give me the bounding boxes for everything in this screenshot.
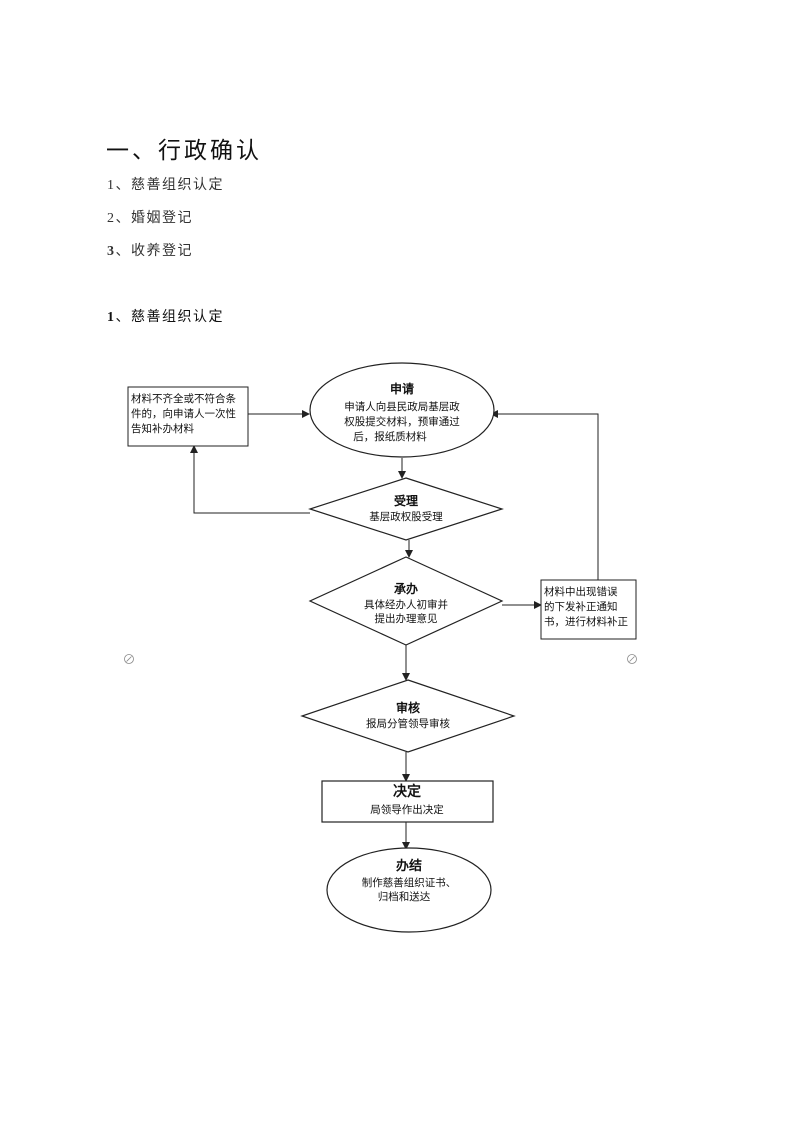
toc-item-label: 、收养登记 bbox=[115, 243, 193, 259]
node-apply-line: 后，报纸质材料 bbox=[353, 430, 427, 443]
node-incomplete-line: 材料不齐全或不符合条 bbox=[131, 392, 236, 405]
node-apply-line: 权股提交材料，预审通过 bbox=[344, 415, 460, 428]
node-review-shape bbox=[300, 679, 516, 753]
node-error-line: 书，进行材料补正 bbox=[544, 615, 628, 628]
node-accept-shape bbox=[308, 477, 504, 541]
arrow-accept-to-incomplete bbox=[190, 445, 310, 514]
anchor-marks bbox=[124, 654, 637, 664]
node-decide-title: 决定 bbox=[393, 783, 421, 800]
node-handle-line: 具体经办人初审并 bbox=[364, 598, 448, 611]
node-finish-title: 办结 bbox=[396, 858, 422, 874]
node-incomplete-shape bbox=[127, 386, 249, 447]
toc-item-number: 2 bbox=[107, 211, 116, 226]
node-error-shape bbox=[540, 579, 637, 640]
node-handle-title: 承办 bbox=[394, 581, 418, 596]
toc-item-label: 、慈善组织认定 bbox=[115, 177, 224, 193]
node-handle: 承办 具体经办人初审并 提出办理意见 bbox=[308, 556, 504, 646]
node-apply-line: 申请人向县民政局基层政 bbox=[344, 400, 460, 413]
node-decide-shape bbox=[321, 780, 494, 823]
node-error-line: 材料中出现错误 bbox=[544, 585, 618, 598]
anchor-icon bbox=[627, 654, 637, 664]
flow-connectors bbox=[190, 410, 599, 850]
node-review: 审核 报局分管领导审核 bbox=[300, 679, 516, 753]
node-accept: 受理 基层政权股受理 bbox=[308, 477, 504, 541]
section-label: 、慈善组织认定 bbox=[115, 309, 224, 325]
toc-item-label: 、婚姻登记 bbox=[115, 210, 193, 226]
node-decide-line: 局领导作出决定 bbox=[370, 803, 444, 816]
node-incomplete: 材料不齐全或不符合条 件的，向申请人一次性 告知补办材料 bbox=[127, 386, 249, 447]
node-apply: 申请 申请人向县民政局基层政 权股提交材料，预审通过 后，报纸质材料 bbox=[309, 362, 495, 458]
node-apply-shape bbox=[309, 362, 495, 458]
anchor-icon-slash bbox=[629, 656, 635, 662]
arrow-error-to-apply bbox=[490, 410, 599, 580]
section-number: 1 bbox=[107, 310, 116, 325]
toc-item-number: 3 bbox=[107, 244, 116, 259]
node-review-line: 报局分管领导审核 bbox=[366, 717, 450, 730]
toc-item-number: 1 bbox=[107, 178, 116, 193]
toc-item-3[interactable]: 3、收养登记 bbox=[107, 240, 193, 260]
node-finish-line: 归档和送达 bbox=[378, 890, 431, 903]
node-incomplete-line: 告知补办材料 bbox=[131, 422, 194, 435]
toc-item-2[interactable]: 2、婚姻登记 bbox=[107, 207, 193, 227]
toc-item-1[interactable]: 1、慈善组织认定 bbox=[107, 174, 224, 194]
node-accept-title: 受理 bbox=[394, 493, 418, 508]
anchor-icon-slash bbox=[126, 656, 132, 662]
section-heading: 1、慈善组织认定 bbox=[107, 306, 224, 326]
node-finish-line: 制作慈善组织证书、 bbox=[362, 876, 457, 889]
anchor-icon bbox=[124, 654, 134, 664]
node-finish: 办结 制作慈善组织证书、 归档和送达 bbox=[326, 847, 492, 933]
node-handle-line: 提出办理意见 bbox=[375, 612, 438, 625]
node-apply-title: 申请 bbox=[390, 381, 414, 396]
node-handle-shape bbox=[308, 556, 504, 646]
node-incomplete-line: 件的，向申请人一次性 bbox=[131, 407, 236, 420]
node-finish-shape bbox=[326, 847, 492, 933]
page-heading: 一、行政确认 bbox=[106, 138, 262, 164]
node-accept-line: 基层政权股受理 bbox=[369, 510, 443, 523]
node-decide: 决定 局领导作出决定 bbox=[321, 780, 494, 823]
node-error-line: 的下发补正通知 bbox=[544, 600, 618, 613]
node-review-title: 审核 bbox=[396, 700, 420, 715]
node-error: 材料中出现错误 的下发补正通知 书，进行材料补正 bbox=[540, 579, 637, 640]
